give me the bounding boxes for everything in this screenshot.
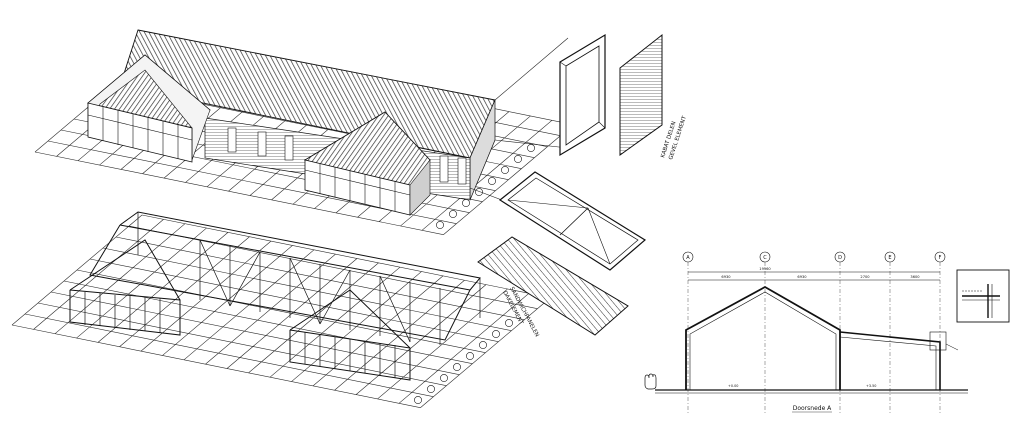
section-axis-label-e: E — [888, 255, 891, 261]
upper-axis-bubble — [514, 155, 522, 163]
span-dimension-3: 2700 — [860, 275, 870, 279]
lower-grid-line — [24, 313, 434, 397]
total-dimension: 19560 — [759, 267, 771, 271]
level-label-upper: +3.50 — [866, 384, 876, 388]
lower-grid-line — [141, 214, 551, 298]
upper-axis-bubbles — [436, 144, 535, 229]
sandwich-roof-panels — [477, 236, 629, 336]
lower-grid-line — [89, 258, 499, 342]
lower-steel-frame — [69, 211, 481, 381]
lower-axis-bubble — [479, 341, 487, 349]
upper-axis-bubble — [527, 144, 535, 152]
section-axis-label-a: A — [686, 255, 690, 261]
lower-floor-grid — [11, 214, 551, 408]
span-dimension-1: 6930 — [721, 275, 731, 279]
section-axis-bubbles — [682, 251, 946, 263]
upper-axis-bubble — [436, 221, 444, 229]
span-dimension-2: 6930 — [797, 275, 807, 279]
upper-grid-line — [34, 151, 444, 235]
roof-truss-element — [498, 171, 647, 271]
section-drawing — [655, 262, 968, 415]
lower-grid-line — [37, 302, 447, 386]
upper-axis-bubble — [462, 199, 470, 207]
level-label-ground: +0.00 — [728, 384, 738, 388]
lower-axis-bubble — [466, 352, 474, 360]
lower-axis-bubble — [453, 363, 461, 371]
upper-axis-bubble — [449, 210, 457, 218]
upper-building-model — [87, 29, 496, 216]
detail-callout — [956, 269, 1010, 323]
lower-axis-bubble — [414, 396, 422, 404]
pointer-hand-icon — [644, 373, 657, 390]
section-axis-label-c: C — [763, 255, 767, 261]
section-title: Doorsnede A — [793, 405, 832, 412]
span-dimension-4: 3600 — [910, 275, 920, 279]
facade-cladding-element — [619, 33, 663, 156]
lower-axis-bubble — [440, 374, 448, 382]
frame-element — [559, 33, 606, 157]
lower-grid-line — [11, 324, 421, 408]
lower-axis-bubble — [427, 385, 435, 393]
lower-axis-bubble — [492, 330, 500, 338]
upper-axis-bubble — [488, 177, 496, 185]
lower-grid-line — [63, 280, 473, 364]
lower-grid-line — [76, 269, 486, 353]
upper-axis-bubble — [475, 188, 483, 196]
lower-axis-bubbles — [414, 319, 513, 404]
upper-axis-bubble — [501, 166, 509, 174]
left-wing-facade — [87, 102, 193, 163]
section-axis-label-d: D — [838, 255, 842, 261]
lower-grid-line — [50, 291, 460, 375]
section-axis-label-f: F — [939, 255, 942, 261]
lower-grid-line — [102, 247, 512, 331]
lower-axis-bubble — [505, 319, 513, 327]
